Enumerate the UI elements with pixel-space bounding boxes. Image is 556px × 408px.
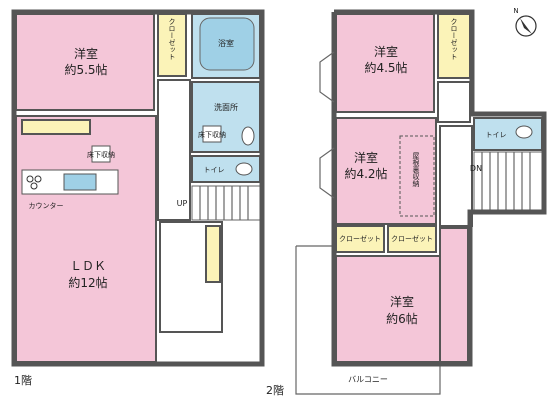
floor2 (295, 9, 547, 395)
f1-toilet-label: トイレ (204, 166, 225, 174)
f2-room-b-name: 洋室 (354, 150, 378, 165)
f2-closet-b (335, 225, 385, 253)
f1-bathtub (199, 17, 255, 71)
f1-closet-label: クローゼット (168, 18, 176, 60)
f1-bath-label: 浴室 (218, 38, 234, 48)
f1-toilet-bowl (235, 162, 253, 176)
f2-hall-top (437, 81, 471, 123)
f1-up-label: UP (177, 199, 188, 208)
f2-bay-window-b (319, 147, 335, 199)
f2-bay-window-a (319, 51, 335, 103)
f1-shoe-storage (205, 225, 221, 283)
f1-hall (157, 79, 191, 221)
f1-ldk-name: ＬＤＫ (70, 259, 106, 273)
f2-room-c (335, 255, 441, 363)
f2-room-c-name: 洋室 (390, 294, 414, 309)
f1-room-name: 洋室 (74, 46, 98, 61)
f1-outline (11, 9, 265, 367)
f1-washbasin (241, 126, 255, 146)
f2-hall (439, 125, 473, 227)
f1-ldk-floor-storage (91, 145, 111, 163)
f2-closet-c-label: クローゼット (391, 234, 433, 243)
f2-room-c-ext (439, 227, 469, 363)
f2-room-b (335, 117, 437, 225)
f2-room-a-name: 洋室 (374, 44, 398, 59)
f2-outline (331, 9, 547, 367)
f2-floor-label: 2階 (266, 383, 284, 397)
f2-balcony-rail (295, 246, 441, 395)
f1-floor-storage-box (202, 125, 222, 143)
f2-room-b-size: 約4.2帖 (344, 166, 387, 181)
f1-closet (157, 13, 187, 77)
f1-washroom-label: 洗面所 (214, 102, 238, 112)
floor1 (11, 9, 265, 367)
f1-cupboard (21, 119, 91, 135)
f2-room-a-size: 約4.5帖 (364, 60, 407, 75)
f2-room-c-size: 約6帖 (386, 311, 418, 326)
f1-stairs (191, 185, 261, 221)
f2-closet-c (387, 225, 437, 253)
f2-stairs (473, 151, 543, 211)
f2-room-a (335, 13, 435, 113)
f1-sink (63, 173, 97, 191)
f1-floor-storage-label: 床下収納 (198, 130, 226, 139)
f2-toilet-bowl (515, 125, 533, 139)
compass (515, 15, 537, 37)
f1-stove (26, 175, 34, 183)
f2-down-label: DN (470, 164, 482, 173)
f1-floor-label: 1階 (14, 373, 32, 387)
f1-room-size: 約5.5帖 (64, 62, 107, 77)
f2-toilet-label: トイレ (486, 131, 507, 139)
f2-closet-a-label: クローゼット (450, 18, 458, 60)
f1-counter-label: カウンター (29, 201, 64, 210)
f2-attic-label: 屋根裏収納 (412, 152, 420, 188)
f1-room-western (15, 13, 155, 111)
compass-north-label: N (513, 7, 518, 15)
f1-ldk-size: 約12帖 (68, 275, 107, 290)
f2-closet-b-label: クローゼット (339, 234, 381, 243)
f1-ldk-floor-storage-label: 床下収納 (87, 150, 115, 159)
f2-balcony-label: バルコニー (348, 375, 388, 384)
f1-ldk (15, 115, 157, 363)
f2-attic-box (399, 135, 435, 217)
